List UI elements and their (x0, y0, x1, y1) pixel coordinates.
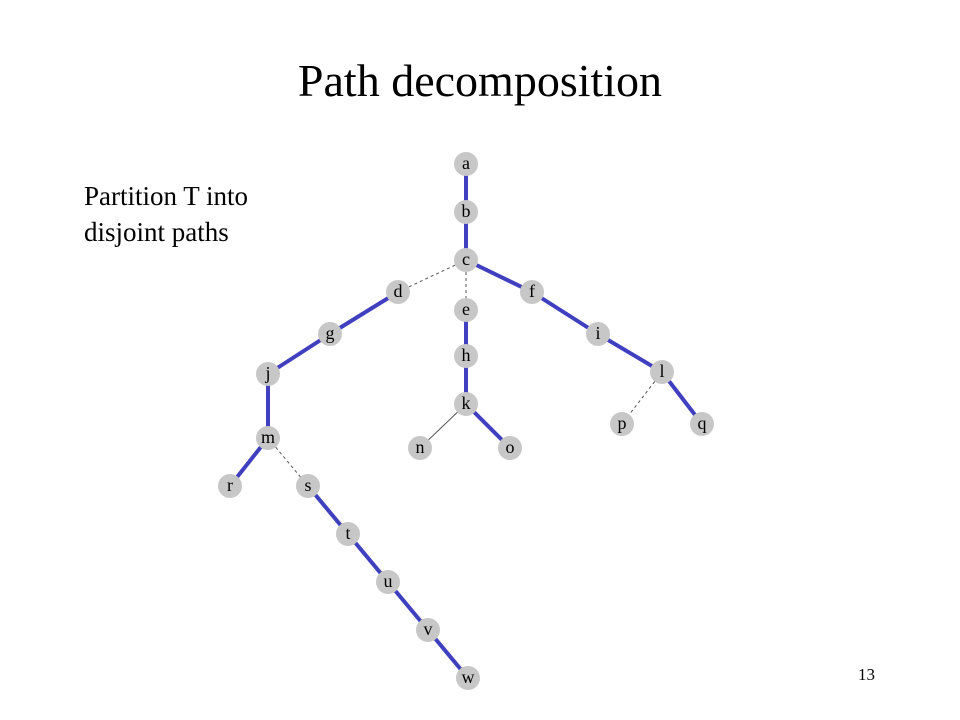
edge-c-f (465, 258, 533, 294)
node-label-f: f (529, 281, 535, 301)
edge-m-s (267, 437, 309, 487)
node-circle-g (318, 322, 342, 346)
node-circle-s (296, 474, 320, 498)
node-c: c (454, 248, 478, 272)
node-label-q: q (698, 413, 707, 433)
node-h: h (454, 344, 478, 368)
node-label-b: b (462, 201, 471, 221)
node-circle-a (454, 152, 478, 176)
node-u: u (376, 570, 400, 594)
node-f: f (520, 280, 544, 304)
node-m: m (256, 426, 280, 450)
node-circle-b (454, 200, 478, 224)
node-circle-v (416, 618, 440, 642)
node-label-v: v (424, 619, 433, 639)
edge-g-j (266, 332, 332, 376)
caption-line-1: Partition T into (84, 181, 249, 211)
node-circle-o (498, 436, 522, 460)
node-circle-f (520, 280, 544, 304)
node-label-c: c (462, 249, 470, 269)
node-label-n: n (416, 437, 425, 457)
node-d: d (386, 280, 410, 304)
node-circle-d (386, 280, 410, 304)
node-p: p (610, 412, 634, 436)
node-a: a (454, 152, 478, 176)
node-circle-u (376, 570, 400, 594)
node-j: j (256, 362, 280, 386)
node-circle-q (690, 412, 714, 436)
node-circle-m (256, 426, 280, 450)
node-l: l (650, 360, 674, 384)
node-label-w: w (462, 667, 475, 687)
edge-d-g (328, 290, 400, 336)
tree-nodes: a b c d e f g h i j k l m n o p q r s t u v w (218, 152, 714, 690)
node-label-j: j (264, 363, 270, 383)
node-label-i: i (595, 323, 600, 343)
caption: Partition T into disjoint paths (84, 178, 248, 250)
node-label-h: h (462, 345, 471, 365)
node-label-l: l (659, 361, 664, 381)
node-label-m: m (261, 427, 275, 447)
node-circle-h (454, 344, 478, 368)
node-s: s (296, 474, 320, 498)
node-circle-t (336, 522, 360, 546)
node-circle-n (408, 436, 432, 460)
node-label-d: d (394, 281, 403, 301)
node-e: e (454, 298, 478, 322)
node-label-o: o (506, 437, 515, 457)
node-v: v (416, 618, 440, 642)
edge-f-i (530, 290, 600, 336)
node-label-p: p (618, 413, 627, 433)
node-i: i (586, 322, 610, 346)
node-circle-j (256, 362, 280, 386)
node-label-r: r (227, 475, 233, 495)
caption-line-2: disjoint paths (84, 217, 229, 247)
node-label-g: g (326, 323, 335, 343)
node-b: b (454, 200, 478, 224)
node-circle-e (454, 298, 478, 322)
node-circle-l (650, 360, 674, 384)
node-circle-i (586, 322, 610, 346)
node-label-a: a (462, 153, 470, 173)
node-circle-r (218, 474, 242, 498)
node-q: q (690, 412, 714, 436)
node-label-e: e (462, 299, 470, 319)
node-label-u: u (384, 571, 393, 591)
node-circle-w (456, 666, 480, 690)
node-circle-c (454, 248, 478, 272)
node-label-k: k (462, 393, 471, 413)
node-r: r (218, 474, 242, 498)
node-n: n (408, 436, 432, 460)
node-o: o (498, 436, 522, 460)
node-circle-k (454, 392, 478, 416)
node-t: t (336, 522, 360, 546)
node-k: k (454, 392, 478, 416)
node-w: w (456, 666, 480, 690)
slide-title: Path decomposition (297, 55, 663, 106)
edge-i-l (596, 332, 664, 374)
edge-c-d (397, 259, 467, 293)
node-label-s: s (304, 475, 311, 495)
page-number: 13 (858, 665, 875, 684)
node-label-t: t (345, 523, 350, 543)
node-circle-p (610, 412, 634, 436)
node-g: g (318, 322, 342, 346)
